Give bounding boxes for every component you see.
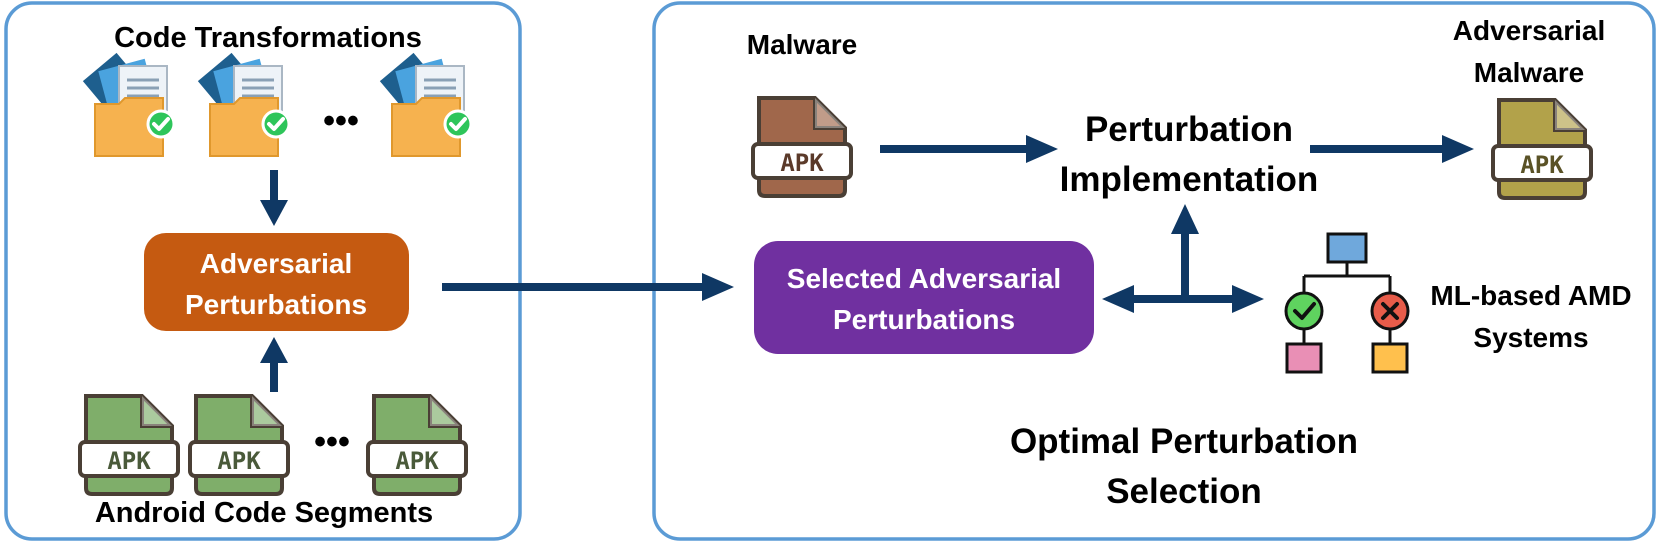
svg-text:APK: APK	[107, 447, 151, 475]
svg-text:APK: APK	[1520, 151, 1564, 179]
adversarial-malware-line2: Malware	[1474, 57, 1585, 88]
arrow-up	[260, 337, 288, 392]
folder-code-icon	[80, 50, 176, 159]
perturbation-implementation-line2: Implementation	[1060, 160, 1319, 199]
ellipsis: •••	[323, 102, 359, 140]
adversarial-perturbations-box	[144, 233, 409, 331]
android-code-segments-label: Android Code Segments	[95, 497, 433, 529]
ml-amd-systems-line1: ML-based AMD	[1430, 280, 1631, 311]
folder-code-icon	[195, 50, 291, 159]
selected-adversarial-perturbations-line2: Perturbations	[833, 304, 1015, 335]
arrow-right-connector	[442, 273, 734, 301]
optimal-selection-line2: Selection	[1106, 472, 1262, 511]
folder-code-icon	[377, 50, 473, 159]
left-panel	[4, 1, 522, 541]
selected-adversarial-perturbations-box	[754, 241, 1094, 354]
decision-tree-icon	[1284, 232, 1410, 374]
bidirectional-arrow	[1102, 204, 1264, 313]
svg-text:APK: APK	[395, 447, 439, 475]
arrow-down	[260, 170, 288, 226]
apk-segment-icon: APK	[366, 394, 468, 496]
arrow-right	[1310, 135, 1474, 163]
optimal-selection-line1: Optimal Perturbation	[1010, 422, 1358, 461]
svg-text:APK: APK	[217, 447, 261, 475]
ellipsis: •••	[314, 423, 350, 461]
right-panel	[652, 1, 1656, 541]
adversarial-perturbations-line1: Adversarial	[200, 248, 353, 279]
code-transformations-label: Code Transformations	[114, 22, 422, 54]
arrow-right	[880, 135, 1058, 163]
svg-text:APK: APK	[780, 149, 824, 177]
adversarial-apk-icon: APK	[1491, 98, 1593, 200]
ml-amd-systems-line2: Systems	[1473, 322, 1588, 353]
adversarial-malware-line1: Adversarial	[1453, 15, 1606, 46]
perturbation-implementation-line1: Perturbation	[1085, 110, 1293, 149]
apk-segment-icon: APK	[78, 394, 180, 496]
apk-segment-icon: APK	[188, 394, 290, 496]
malware-label: Malware	[747, 29, 858, 60]
malware-apk-icon: APK	[751, 96, 853, 198]
selected-adversarial-perturbations-line1: Selected Adversarial	[787, 263, 1061, 294]
adversarial-perturbations-line2: Perturbations	[185, 289, 367, 320]
